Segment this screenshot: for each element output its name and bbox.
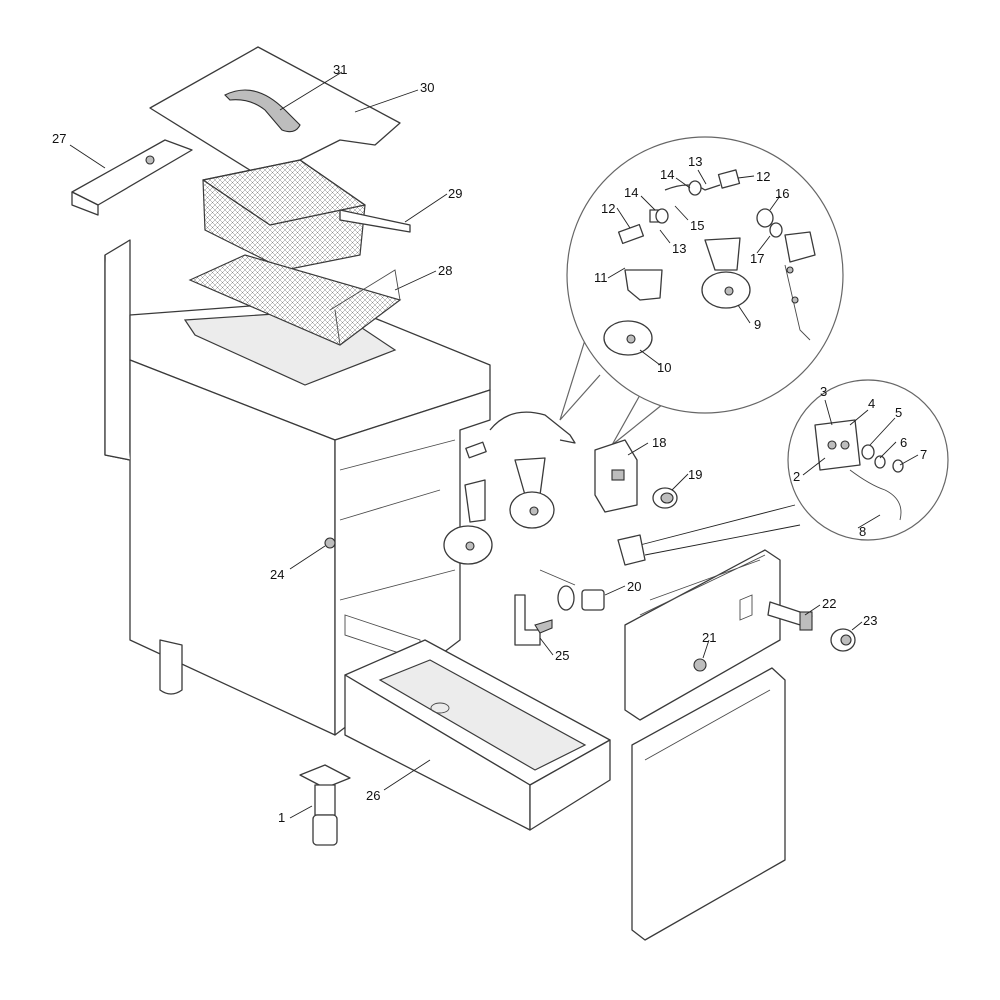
callout-labels: 1 2 3 4 5 6 7 8 9 10 11 12 12 13 13 14 1…: [52, 62, 927, 825]
callout-13a: 13: [688, 154, 702, 169]
pilot-detail-bubble: [639, 379, 949, 556]
front-door: [631, 667, 786, 941]
callout-12b: 12: [756, 169, 770, 184]
control-knob: [652, 487, 678, 509]
callout-12a: 12: [601, 201, 615, 216]
callout-11: 11: [594, 270, 608, 285]
callout-16: 16: [775, 186, 789, 201]
spark-plug: [767, 601, 813, 631]
callout-29: 29: [448, 186, 462, 201]
callout-7: 7: [920, 447, 927, 462]
thermostat-knob-icon: [324, 537, 336, 549]
callout-30: 30: [420, 80, 434, 95]
callout-8: 8: [859, 524, 866, 539]
callout-26: 26: [366, 788, 380, 803]
callout-3: 3: [820, 384, 827, 399]
callout-14b: 14: [624, 185, 638, 200]
push-button-icon: [693, 658, 707, 672]
gas-valve: [594, 439, 638, 513]
callout-9: 9: [754, 317, 761, 332]
callout-28: 28: [438, 263, 452, 278]
callout-17: 17: [750, 251, 764, 266]
callout-21: 21: [702, 630, 716, 645]
drain-valve: [514, 594, 553, 646]
pilot-bracket-small: [617, 534, 646, 566]
knob-cap: [830, 628, 856, 652]
callout-13b: 13: [672, 241, 686, 256]
burner-detail-contents: [603, 169, 816, 356]
callout-22: 22: [822, 596, 836, 611]
callout-6: 6: [900, 435, 907, 450]
callout-15: 15: [690, 218, 704, 233]
rear-cover-plate: [71, 139, 193, 216]
callout-31: 31: [333, 62, 347, 77]
control-panel: [624, 549, 781, 721]
piezo-igniter: [581, 589, 605, 611]
callout-18: 18: [652, 435, 666, 450]
lid-handle-icon: [224, 89, 301, 133]
callout-1: 1: [278, 810, 285, 825]
bottom-grid: [188, 254, 402, 346]
callout-25: 25: [555, 648, 569, 663]
callout-27: 27: [52, 131, 66, 146]
callout-10: 10: [657, 360, 671, 375]
callout-20: 20: [627, 579, 641, 594]
callout-14a: 14: [660, 167, 674, 182]
frying-basket: [202, 159, 411, 271]
adjustable-foot: [299, 764, 351, 846]
callout-23: 23: [863, 613, 877, 628]
callout-5: 5: [895, 405, 902, 420]
callout-24: 24: [270, 567, 284, 582]
burner-assembly: [443, 411, 576, 565]
leader-lines: [69, 71, 919, 819]
pilot-detail-contents: [814, 419, 904, 521]
callout-2: 2: [793, 469, 800, 484]
fryer-cabinet: [104, 239, 491, 736]
callout-19: 19: [688, 467, 702, 482]
thermocouple-coil: [539, 569, 576, 611]
callout-4: 4: [868, 396, 875, 411]
oil-drain-tray: [344, 639, 611, 831]
